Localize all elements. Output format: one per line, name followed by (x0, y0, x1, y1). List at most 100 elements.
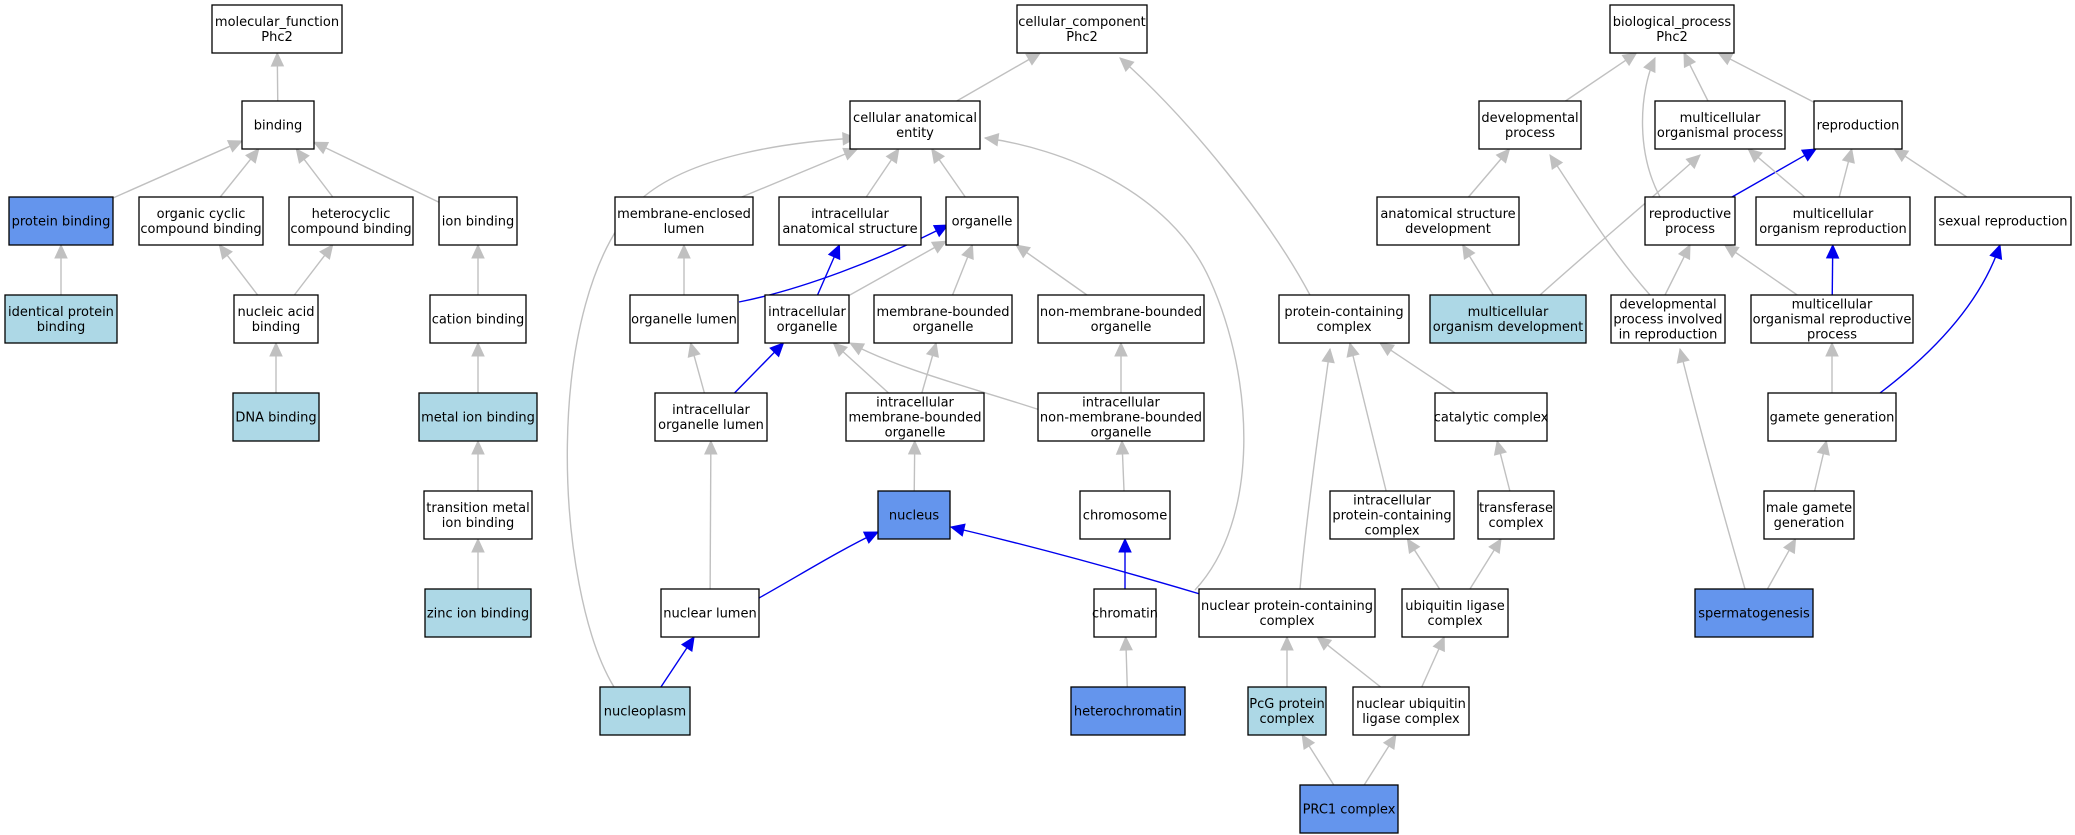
node-catalytic[interactable]: catalytic complex (1434, 392, 1549, 442)
node-label-line: organelle (885, 426, 946, 441)
arrowhead-intra_organelle-to-ias (827, 243, 841, 261)
node-chromatin[interactable]: chromatin (1092, 588, 1158, 638)
arrowhead-cation_binding-to-ion_binding (471, 243, 485, 259)
arrowhead-multi_org_dev-to-multicellular_proc (1685, 154, 1701, 170)
node-label-line: developmental (1619, 298, 1716, 313)
node-intra-non-mem[interactable]: intracellularnon-membrane-boundedorganel… (1037, 392, 1205, 442)
arrowhead-multi_org_repro-to-multicellular_proc (1747, 148, 1763, 163)
node-label-line: binding (37, 320, 85, 335)
node-box (629, 294, 739, 344)
node-gamete-gen[interactable]: gamete generation (1767, 392, 1897, 442)
arrowhead-pcg-to-nuclear_protein_complex (1280, 635, 1294, 651)
node-binding[interactable]: binding (241, 100, 315, 150)
node-box (233, 294, 319, 344)
node-label-line: transition metal (426, 501, 529, 516)
node-label-line: organelle (1091, 426, 1152, 441)
node-box (288, 196, 414, 246)
node-label-line: binding (252, 320, 300, 335)
arrowhead-binding-to-mf (270, 51, 285, 67)
node-protein-binding[interactable]: protein binding (8, 196, 114, 246)
arrowhead-mem_lumen-to-cae (842, 147, 859, 161)
node-cation-binding[interactable]: cation binding (429, 294, 527, 344)
edge-part_of-intra_organelle-to-ias (816, 256, 835, 296)
node-chromosome[interactable]: chromosome (1079, 490, 1171, 540)
node-reproduction[interactable]: reproduction (1813, 100, 1903, 150)
edge-part_of-reproductive_proc-to-reproduction (1731, 154, 1806, 198)
node-prc1[interactable]: PRC1 complex (1299, 784, 1399, 834)
edge-is_a-nucleic_acid-to-organic_cyclic (226, 254, 259, 296)
node-label-line: nucleoplasm (604, 705, 686, 720)
arrowhead-organelle_lumen-to-mem_lumen (677, 243, 691, 259)
arrowhead-intra_org_lumen-to-organelle_lumen (687, 341, 701, 358)
node-label-line: Phc2 (261, 30, 293, 45)
arrowhead-organelle-to-cae (931, 148, 946, 164)
arrowhead-ias-to-cae (885, 148, 900, 164)
edge-is_a-transferase-to-catalytic (1499, 453, 1511, 492)
arrowhead-metal_ion-to-cation_binding (471, 341, 485, 357)
node-label-line: complex (1316, 320, 1371, 335)
node-spermatogenesis[interactable]: spermatogenesis (1694, 588, 1814, 638)
node-heterochromatin[interactable]: heterochromatin (1070, 686, 1186, 736)
edge-is_a-protein_binding-to-binding (112, 145, 231, 199)
arrowhead-nuclear_protein_complex-to-protein_complex (1321, 347, 1335, 364)
node-organelle-lumen[interactable]: organelle lumen (629, 294, 739, 344)
node-label-line: process (1505, 126, 1555, 141)
arrowhead-multi_org_dev-to-anat_dev (1462, 243, 1476, 261)
edge-is_a-intra_org_lumen-to-organelle_lumen (693, 355, 706, 394)
node-label-line: nucleus (889, 509, 939, 524)
node-box (1767, 392, 1897, 442)
node-dna-binding[interactable]: DNA binding (232, 392, 320, 442)
node-label-line: complex (1488, 516, 1543, 531)
node-box (438, 196, 518, 246)
node-box (1401, 588, 1509, 638)
node-box (1429, 294, 1587, 344)
node-zinc-ion[interactable]: zinc ion binding (424, 588, 532, 638)
node-ion-binding[interactable]: ion binding (438, 196, 518, 246)
edge-is_a-spermatogenesis-to-dev_in_repro (1679, 348, 1746, 590)
node-organelle[interactable]: organelle (945, 196, 1019, 246)
node-nucleus[interactable]: nucleus (877, 490, 951, 540)
arrowhead-protein_complex-to-cc (1119, 57, 1135, 73)
node-sexual-repro[interactable]: sexual reproduction (1934, 196, 2072, 246)
edge-is_a-multicellular_proc-to-bp (1689, 64, 1709, 102)
node-nucleoplasm[interactable]: nucleoplasm (599, 686, 691, 736)
node-box (1016, 4, 1148, 54)
node-box (1644, 196, 1736, 246)
node-nuclear-lumen[interactable]: nuclear lumen (660, 588, 760, 638)
arrowhead-chromatin-to-cae (983, 133, 1000, 147)
node-metal-ion[interactable]: metal ion binding (418, 392, 538, 442)
graph-edges (54, 51, 2003, 786)
